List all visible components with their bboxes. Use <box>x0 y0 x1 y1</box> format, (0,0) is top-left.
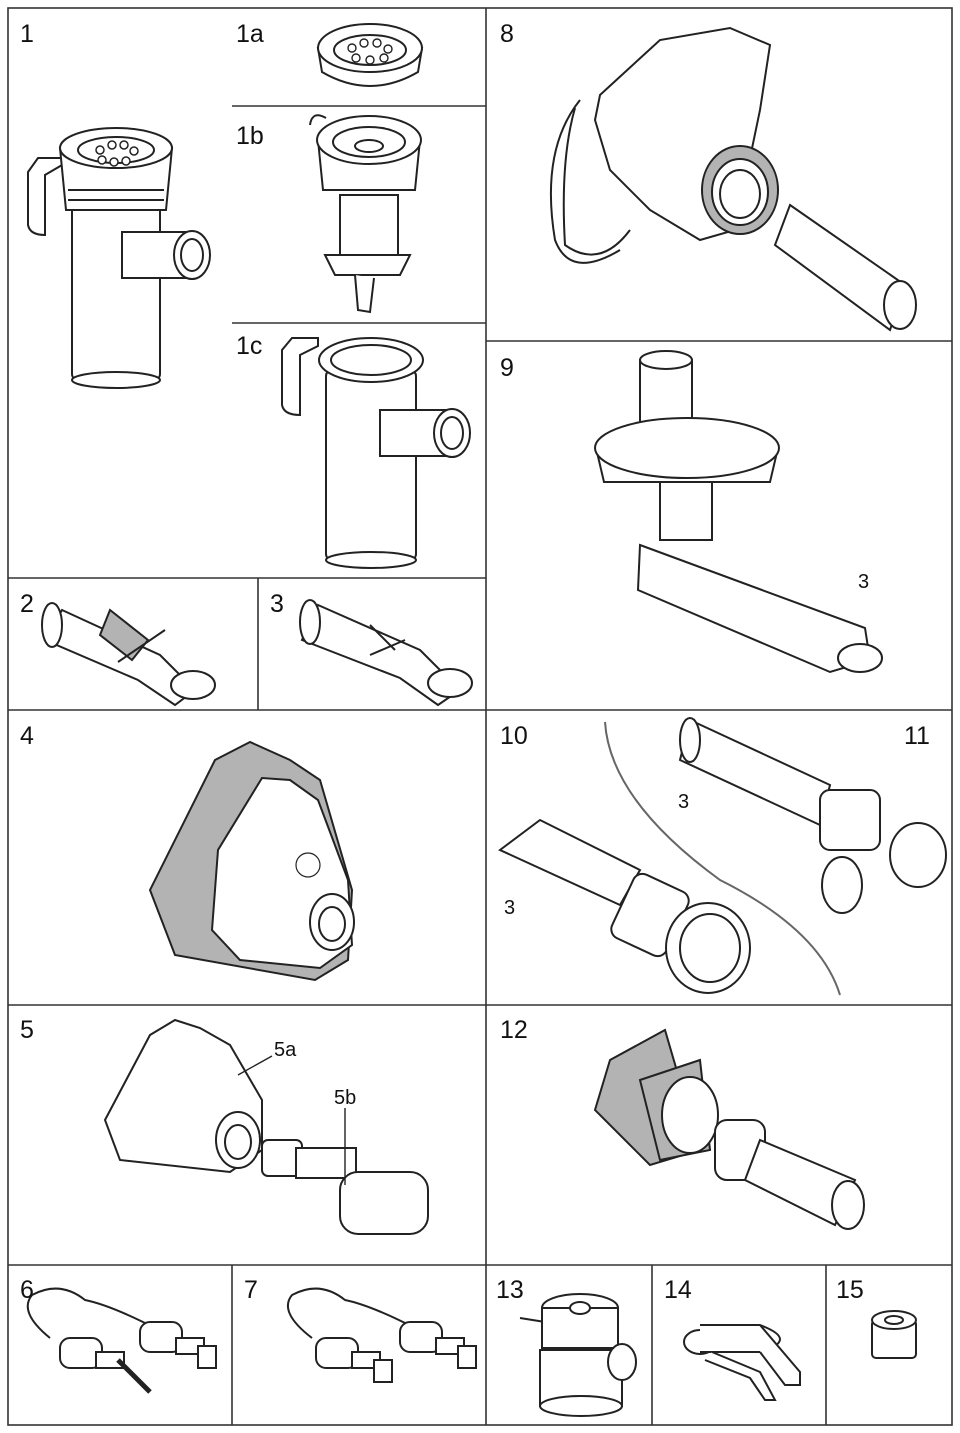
filter-with-mouthpiece <box>594 350 883 674</box>
panel-number-9: 9 <box>500 354 514 382</box>
nebulizer-drawing <box>27 127 211 389</box>
mask-adapter-with-connector <box>593 1028 865 1230</box>
mouthpiece <box>299 599 473 707</box>
connection-tube-set-a <box>26 1287 217 1394</box>
panel-number-1: 1 <box>20 20 34 48</box>
mouthpiece-valve-assembly <box>498 717 947 996</box>
panel-number-2: 2 <box>20 590 34 618</box>
panel-number-8: 8 <box>500 20 514 48</box>
panel-number-10: 10 <box>500 722 528 750</box>
filter-pad <box>871 1310 917 1359</box>
panel-number-4: 4 <box>20 722 34 750</box>
nebulizer-cap-insert <box>316 23 424 87</box>
t-connector <box>519 1293 637 1417</box>
panel-number-6: 6 <box>20 1276 34 1304</box>
panel-number-12: 12 <box>500 1016 528 1044</box>
child-mask-with-angle-piece <box>103 1018 429 1235</box>
panel-number-3: 3 <box>270 590 284 618</box>
panel-number-5: 5 <box>20 1016 34 1044</box>
connection-tube-set-b <box>287 1287 477 1383</box>
panel-number-13: 13 <box>496 1276 524 1304</box>
panel-number-11: 11 <box>904 722 930 750</box>
callout-3-panel-10: 3 <box>504 897 516 919</box>
face-mask-with-strap <box>549 26 917 332</box>
adult-mask <box>148 740 355 982</box>
callout-5b: 5b <box>334 1087 357 1109</box>
panel-number-7: 7 <box>244 1276 258 1304</box>
callout-3-panel-11: 3 <box>678 791 690 813</box>
callout-3-panel-9: 3 <box>858 571 870 593</box>
mouthpiece-with-valve <box>41 602 216 707</box>
panel-number-14: 14 <box>664 1276 692 1304</box>
panel-number-1c: 1c <box>236 332 263 360</box>
callout-5a: 5a <box>274 1039 297 1061</box>
panel-number-15: 15 <box>836 1276 864 1304</box>
nebulizer-top-part <box>309 114 422 314</box>
nebulizer-base <box>281 337 471 569</box>
panel-number-1a: 1a <box>236 20 264 48</box>
panel-number-1b: 1b <box>236 122 264 150</box>
nose-clip <box>683 1324 801 1401</box>
